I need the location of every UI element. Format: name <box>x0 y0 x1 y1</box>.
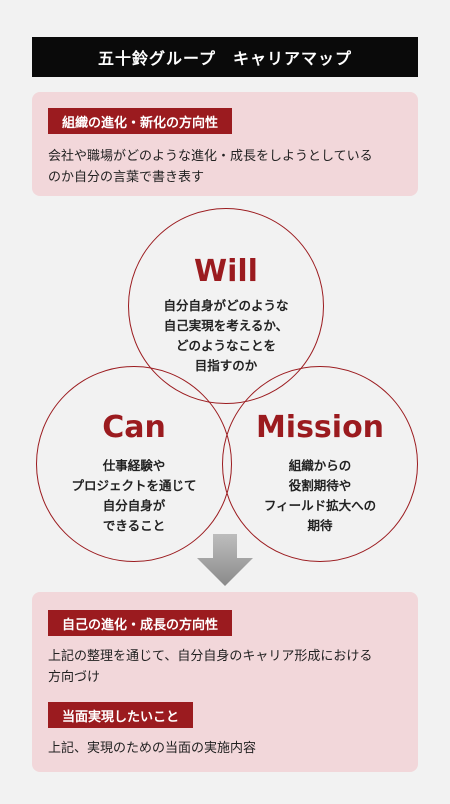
text-line: 自分自身がどのような <box>163 298 289 313</box>
text-line: どのようなことを <box>175 338 276 353</box>
mission-circle <box>222 366 418 562</box>
organization-direction-text: 会社や職場がどのような進化・成長をしようとしている のか自分の言葉で書き表す <box>48 146 404 188</box>
self-growth-tag: 自己の進化・成長の方向性 <box>48 610 233 636</box>
can-title: Can <box>102 410 166 445</box>
text-line: 会社や職場がどのような進化・成長をしようとしている <box>48 149 373 164</box>
text-line: 上記、実現のための当面の実施内容 <box>48 741 257 756</box>
text-line: 上記の整理を通じて、自分自身のキャリア形成における <box>48 649 373 664</box>
will-description: 自分自身がどのような 自己実現を考えるか、 どのようなことを 目指すのか <box>128 296 324 376</box>
mission-title: Mission <box>255 410 385 445</box>
text-line: 組織からの <box>288 458 352 473</box>
text-line: 期待 <box>307 518 333 533</box>
self-growth-box: 自己の進化・成長の方向性 上記の整理を通じて、自分自身のキャリア形成における 方… <box>32 592 418 772</box>
text-line: 仕事経験や <box>102 458 166 473</box>
organization-direction-tag: 組織の進化・新化の方向性 <box>48 108 233 134</box>
text-line: 自己実現を考えるか、 <box>163 318 289 333</box>
text-line: のか自分の言葉で書き表す <box>48 170 205 185</box>
text-line: できること <box>102 518 166 533</box>
text-line: 自分自身が <box>102 498 166 513</box>
text-line: フィールド拡大への <box>263 498 377 513</box>
page-title: 五十鈴グループ キャリアマップ <box>32 37 418 77</box>
will-circle <box>128 208 324 404</box>
can-description: 仕事経験や プロジェクトを通じて 自分自身が できること <box>36 456 232 536</box>
mission-description: 組織からの 役割期待や フィールド拡大への 期待 <box>222 456 418 536</box>
down-arrow-icon <box>197 534 253 586</box>
short-term-goal-text: 上記、実現のための当面の実施内容 <box>48 738 404 759</box>
organization-direction-box: 組織の進化・新化の方向性 会社や職場がどのような進化・成長をしようとしている の… <box>32 92 418 196</box>
text-line: 役割期待や <box>288 478 352 493</box>
short-term-goal-tag: 当面実現したいこと <box>48 702 194 728</box>
self-growth-text: 上記の整理を通じて、自分自身のキャリア形成における 方向づけ <box>48 646 404 688</box>
will-title: Will <box>194 254 258 289</box>
text-line: 方向づけ <box>48 670 101 685</box>
text-line: 目指すのか <box>194 358 258 373</box>
text-line: プロジェクトを通じて <box>71 478 197 493</box>
